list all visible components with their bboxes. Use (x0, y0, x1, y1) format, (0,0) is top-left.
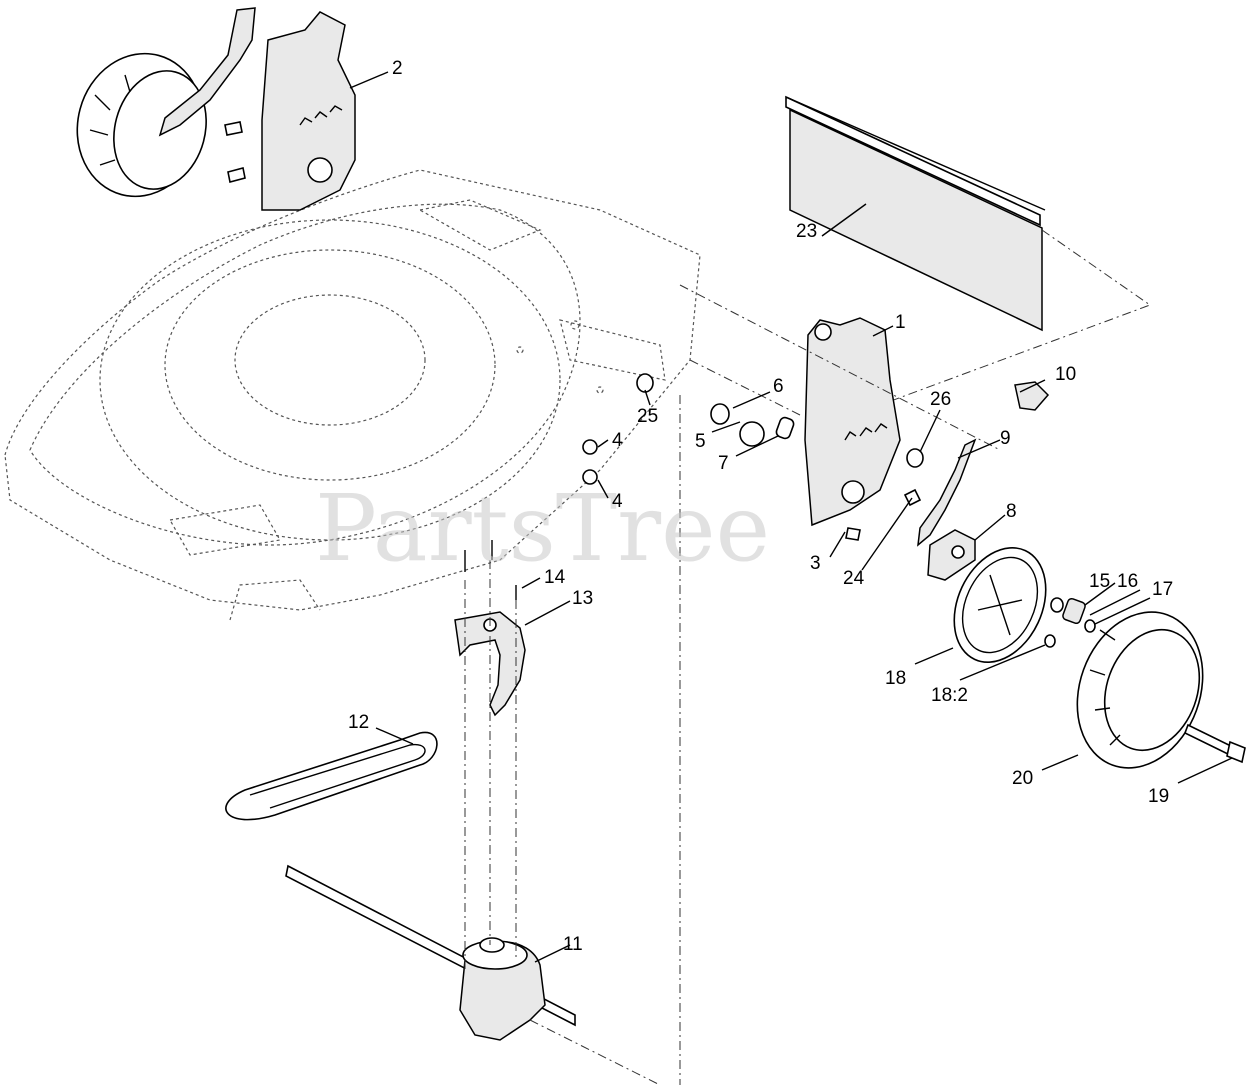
callout-12: 12 (348, 712, 369, 733)
height-adjust-lever-left (158, 7, 256, 137)
callout-1: 1 (895, 312, 906, 333)
callout-4b: 4 (612, 491, 623, 512)
callout-5: 5 (695, 431, 706, 452)
transmission-11 (459, 937, 546, 1041)
callout-20: 20 (1012, 768, 1033, 789)
callout-8: 8 (1006, 501, 1017, 522)
callout-16: 16 (1117, 571, 1138, 592)
callout-10: 10 (1055, 364, 1076, 385)
center-dashed-lines (464, 560, 661, 1086)
wheel-bolt-19 (1183, 723, 1246, 764)
callout-2: 2 (392, 58, 403, 79)
leader-lines (349, 71, 1233, 963)
callout-11: 11 (563, 934, 583, 955)
hubcap-18 (953, 546, 1047, 664)
callout-18: 18 (885, 668, 906, 689)
callout-24: 24 (843, 568, 865, 589)
rear-wheel-left (76, 52, 207, 198)
rear-bracket-2 (224, 11, 356, 211)
callout-3: 3 (810, 553, 821, 574)
callout-labels: 2 23 1 6 10 26 25 4 5 9 7 4 8 3 24 14 15… (348, 58, 1173, 955)
callout-18-2: 18:2 (931, 685, 968, 706)
drive-belt-12 (225, 731, 438, 821)
callout-13: 13 (572, 588, 593, 609)
callout-17: 17 (1152, 579, 1173, 600)
rear-baffle-23 (785, 95, 1152, 406)
height-lever-9-10 (917, 381, 1050, 547)
callout-19: 19 (1148, 786, 1169, 807)
callout-4a: 4 (612, 430, 623, 451)
callout-6: 6 (773, 376, 784, 397)
rear-wheel-right-20 (1076, 611, 1204, 769)
bearing-15-16-17 (1044, 597, 1096, 648)
callout-25: 26 (930, 389, 951, 410)
side-bracket-1 (679, 284, 1001, 1085)
bushings-5-6-7 (582, 373, 924, 541)
watermark: PartsTree (315, 475, 770, 582)
callout-26: 25 (637, 406, 658, 427)
callout-7: 7 (718, 453, 729, 474)
callout-14: 14 (544, 567, 566, 588)
callout-23: 23 (796, 221, 817, 242)
callout-15: 15 (1089, 571, 1110, 592)
wheel-plate-8 (927, 529, 976, 581)
callout-9: 9 (1000, 428, 1011, 449)
